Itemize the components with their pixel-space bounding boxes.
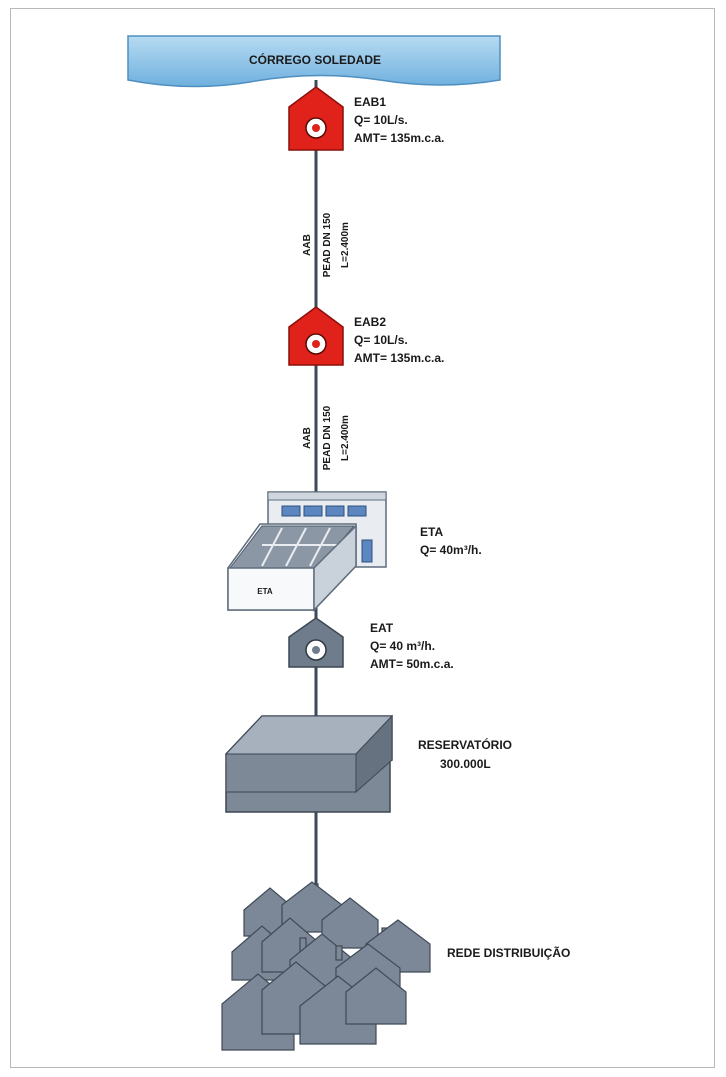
- pipe-label-2: AAB PEAD DN 150 L=2.400m: [302, 405, 351, 470]
- pipe-type: AAB: [302, 427, 313, 449]
- station-eat: EAT Q= 40 m³/h. AMT= 50m.c.a.: [288, 617, 454, 671]
- pipe-type: AAB: [302, 234, 313, 256]
- station-eab1: EAB1 Q= 10L/s. AMT= 135m.c.a.: [288, 86, 444, 151]
- river-shape: [127, 35, 501, 88]
- pipe-length: L=2.400m: [340, 415, 351, 461]
- source-corrego: CÓRREGO SOLEDADE: [127, 35, 501, 88]
- reservoir-volume: 300.000L: [440, 757, 491, 771]
- distribution-network: REDE DISTRIBUIÇÃO: [221, 881, 570, 1051]
- station-name: EAB1: [354, 95, 386, 109]
- station-head: AMT= 135m.c.a.: [354, 351, 444, 365]
- pipe-length: L=2.400m: [340, 222, 351, 268]
- station-eab2: EAB2 Q= 10L/s. AMT= 135m.c.a.: [288, 306, 444, 366]
- plant-name: ETA: [420, 525, 443, 539]
- reservoir: RESERVATÓRIO 300.000L: [224, 714, 512, 813]
- station-name: EAB2: [354, 315, 386, 329]
- station-flow: Q= 40 m³/h.: [370, 639, 435, 653]
- plant-flow: Q= 40m³/h.: [420, 543, 482, 557]
- pipe-label-1: AAB PEAD DN 150 L=2.400m: [302, 212, 351, 277]
- treatment-plant-eta: ETA ETA Q= 40m³/h.: [227, 491, 482, 612]
- station-name: EAT: [370, 621, 394, 635]
- pipe-diameter: PEAD DN 150: [322, 212, 333, 277]
- station-head: AMT= 50m.c.a.: [370, 657, 454, 671]
- source-label: CÓRREGO SOLEDADE: [249, 52, 381, 67]
- reservoir-name: RESERVATÓRIO: [418, 737, 512, 752]
- houses-icon: [221, 881, 431, 1051]
- station-head: AMT= 135m.c.a.: [354, 131, 444, 145]
- distribution-label: REDE DISTRIBUIÇÃO: [447, 945, 570, 960]
- plant-building-label: ETA: [257, 587, 273, 596]
- station-flow: Q= 10L/s.: [354, 113, 408, 127]
- pipe-diameter: PEAD DN 150: [322, 405, 333, 470]
- station-flow: Q= 10L/s.: [354, 333, 408, 347]
